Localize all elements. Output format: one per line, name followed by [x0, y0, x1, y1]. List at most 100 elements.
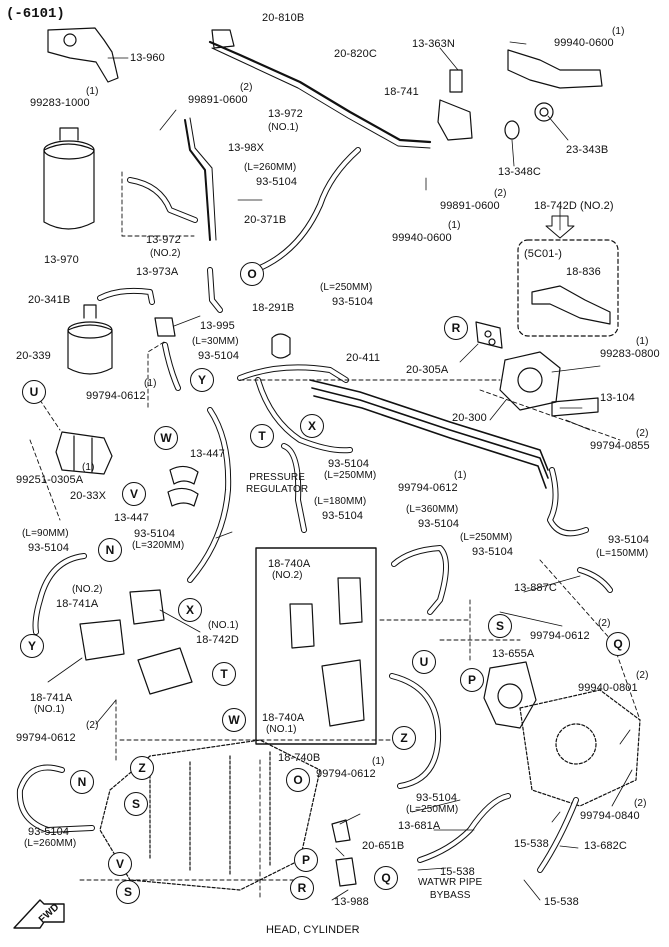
label-99794-0612e-qty: (1) [372, 756, 385, 767]
label-13-447a: 13-447 [190, 448, 225, 460]
callout-r-top: R [444, 316, 468, 340]
label-20-651b: 20-651B [362, 840, 405, 852]
label-93-5104e: 93-5104 [322, 510, 364, 522]
pipe-20-411-c [313, 395, 547, 489]
label-99794-0612e: 99794-0612 [316, 768, 376, 780]
label-99283-0800: 99283-0800 [600, 348, 660, 360]
callout-x-top: X [300, 414, 324, 438]
clip-20-651b [331, 819, 351, 843]
fitting-13-995 [154, 317, 176, 337]
sensor-18-740a-no1 [289, 603, 315, 649]
label-13-655a: 13-655A [492, 648, 535, 660]
label-99794-0612a: 99794-0612 [86, 390, 146, 402]
valve-18-741a-no1 [79, 619, 125, 661]
label-18-741a-b: 18-741A [30, 692, 73, 704]
label-99940-0600a-qty: (1) [612, 26, 625, 37]
label-18-742d: 18-742D [196, 634, 239, 646]
label-13-973a: 13-973A [136, 266, 179, 278]
clamp-13-447-a [169, 465, 199, 485]
callout-n-top: N [98, 538, 122, 562]
label-93-5104c: 93-5104 [332, 296, 374, 308]
label-23-343b: 23-343B [566, 144, 609, 156]
label-water-pipe: WATWR PIPE BYBASS [418, 877, 483, 901]
callout-o-top: O [240, 262, 264, 286]
label-99794-0840-qty: (2) [634, 798, 647, 809]
valve-18-741a-no2 [129, 589, 165, 625]
label-18-742d-no1-sub: (NO.1) [208, 620, 239, 631]
callout-t-top: T [250, 424, 274, 448]
label-15-538c: 15-538 [544, 896, 579, 908]
box-5c01 [517, 239, 619, 337]
label-18-836: 18-836 [566, 266, 601, 278]
label-13-98x: 13-98X [228, 142, 265, 154]
label-20-820c: 20-820C [334, 48, 377, 60]
grommet-23-343b [534, 102, 554, 122]
label-len-260a: (L=260MM) [244, 162, 297, 173]
label-18-740a-no1: 18-740A [262, 712, 305, 724]
pipe-13-972-no1-inner [211, 47, 431, 149]
label-99794-0612b-qty: (1) [454, 470, 467, 481]
callout-y-mid: Y [20, 634, 44, 658]
label-99794-0612c-qty: (2) [598, 618, 611, 629]
label-5c01: (5C01-) [524, 248, 562, 260]
label-13-348c: 13-348C [498, 166, 541, 178]
label-18-741: 18-741 [384, 86, 419, 98]
label-93-5104k: 93-5104 [416, 792, 458, 804]
label-18-740b: 18-740B [278, 752, 321, 764]
callout-v-top: V [122, 482, 146, 506]
label-99940-0600b-qty: (1) [448, 220, 461, 231]
callout-n-bottom: N [70, 770, 94, 794]
label-93-5104h: 93-5104 [28, 542, 70, 554]
label-13-972-no2-sub: (NO.2) [150, 248, 181, 259]
label-20-371b: 20-371B [244, 214, 287, 226]
throttle-body [519, 689, 641, 807]
pipe-13-98x [184, 119, 211, 241]
callout-v-bottom: V [108, 852, 132, 876]
pipe-20-411-b [311, 387, 549, 479]
label-len-150: (L=150MM) [596, 548, 649, 559]
label-18-291b: 18-291B [252, 302, 295, 314]
label-13-887c: 13-887C [514, 582, 557, 594]
label-18-741a-b-sub: (NO.1) [34, 704, 65, 715]
bracket-18-740b [321, 659, 365, 727]
label-18-740a-no2: 18-740A [268, 558, 311, 570]
label-99794-0855-qty: (2) [636, 428, 649, 439]
callout-y-top: Y [190, 368, 214, 392]
gasket-13-655a [483, 661, 537, 729]
regulator-20-300 [499, 351, 561, 411]
clip-20-810b [211, 29, 235, 49]
label-20-305a: 20-305A [406, 364, 449, 376]
label-len-250a: (L=250MM) [320, 282, 373, 293]
pipe-13-104 [551, 397, 599, 417]
label-13-988: 13-988 [334, 896, 369, 908]
label-93-5104b: 93-5104 [198, 350, 240, 362]
label-15-538b: 15-538 [440, 866, 475, 878]
label-len-250d: (L=250MM) [406, 804, 459, 815]
label-93-5104j: 93-5104 [608, 534, 650, 546]
label-len-90: (L=90MM) [22, 528, 69, 539]
label-99940-0801-qty: (2) [636, 670, 649, 681]
label-93-5104l: 93-5104 [28, 826, 70, 838]
label-99794-0855: 99794-0855 [590, 440, 650, 452]
label-15-538a: 15-538 [514, 838, 549, 850]
label-93-5104i: 93-5104 [472, 546, 514, 558]
label-93-5104d: 93-5104 [328, 458, 370, 470]
label-len-180: (L=180MM) [314, 496, 367, 507]
bush-13-348c [504, 120, 520, 140]
filter-20-339 [67, 324, 113, 375]
label-18-740a-no1-sub: (NO.1) [266, 724, 297, 735]
pipe-13-972-no1 [208, 40, 432, 144]
callout-x-mid: X [178, 598, 202, 622]
canister-13-970 [43, 143, 95, 230]
label-99283-0800-qty: (1) [636, 336, 649, 347]
label-13-972-no2: 13-972 [146, 234, 181, 246]
label-99283-1000: 99283-1000 [30, 97, 90, 109]
callout-q-right: Q [606, 632, 630, 656]
label-13-104: 13-104 [600, 392, 635, 404]
label-13-970: 13-970 [44, 254, 79, 266]
label-99794-0612a-qty: (1) [144, 378, 157, 389]
label-99891-0600b-qty: (2) [494, 188, 507, 199]
label-20-341b: 20-341B [28, 294, 71, 306]
label-len-320: (L=320MM) [132, 540, 185, 551]
box-18-740 [255, 547, 377, 745]
